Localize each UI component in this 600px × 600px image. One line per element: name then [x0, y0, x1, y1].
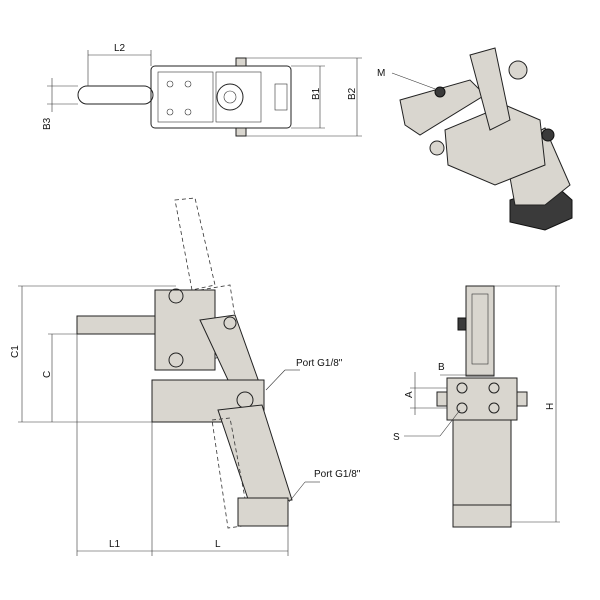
open-handle-ghost [174, 197, 216, 291]
top-view-spindle [216, 83, 244, 111]
iso-port [541, 128, 555, 142]
front-cylinder [452, 419, 512, 506]
front-hole [488, 402, 500, 414]
leader-M [391, 72, 439, 91]
leader-S [439, 409, 461, 437]
label-C: C [42, 371, 53, 378]
top-view-spindle-inner [223, 90, 237, 104]
top-view-end [274, 83, 288, 111]
label-port-upper: Port G1/8" [296, 358, 343, 369]
iso-spindle-tip [429, 140, 445, 156]
top-view-handle [77, 85, 154, 105]
side-view: C1 C L1 L Port G1/8" Port G1/8" [10, 197, 361, 556]
front-hole [488, 382, 500, 394]
label-M: M [377, 68, 385, 79]
side-cylinder-cap [237, 497, 289, 527]
top-view-hole [166, 108, 174, 116]
leader-port-upper [265, 369, 286, 391]
label-B: B [438, 362, 445, 373]
top-view: L2 B1 B2 B3 [42, 43, 362, 137]
side-cylinder [217, 404, 293, 506]
label-C1: C1 [10, 345, 21, 358]
front-view: H A B S [393, 285, 560, 528]
side-pivot [223, 316, 237, 330]
iso-arm [399, 79, 486, 136]
top-view-pin-bottom [235, 127, 247, 137]
front-cylinder-cap [452, 504, 512, 528]
front-port-right [516, 391, 528, 407]
side-pivot [168, 352, 184, 368]
label-A: A [404, 391, 415, 398]
label-L1: L1 [109, 539, 121, 550]
side-pivot [168, 288, 184, 304]
label-L2: L2 [114, 43, 126, 54]
side-handle [76, 315, 158, 335]
top-view-hole [166, 80, 174, 88]
top-view-hole [184, 108, 192, 116]
label-B1: B1 [311, 87, 322, 100]
label-H: H [545, 403, 556, 410]
front-hole [456, 402, 468, 414]
label-B2: B2 [347, 87, 358, 100]
top-view-hole [184, 80, 192, 88]
front-pin [457, 317, 467, 331]
top-view-arm [157, 71, 214, 123]
front-port-left [436, 391, 448, 407]
iso-link [469, 47, 511, 131]
top-view-pin-top [235, 57, 247, 67]
label-S: S [393, 432, 400, 443]
front-arm [465, 285, 495, 377]
label-L: L [215, 539, 221, 550]
label-B3: B3 [42, 117, 53, 130]
top-view-base [215, 71, 262, 123]
iso-pivot [508, 60, 528, 80]
iso-spindle-nut [434, 86, 446, 98]
top-view-frame [150, 65, 292, 129]
front-base [446, 377, 518, 421]
front-hole [456, 382, 468, 394]
front-arm-slot [471, 293, 489, 365]
label-port-lower: Port G1/8" [314, 469, 361, 480]
isometric-view: M [377, 47, 573, 231]
leader-port-lower [288, 481, 306, 503]
